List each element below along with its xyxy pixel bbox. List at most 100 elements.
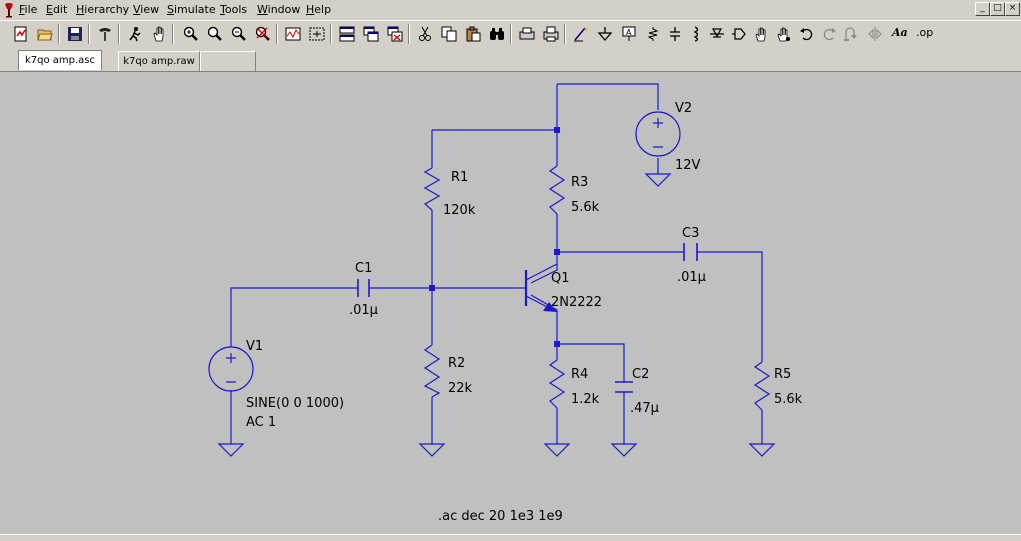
print-icon[interactable]: [540, 23, 562, 45]
capacitor-c1-symbol[interactable]: [357, 279, 370, 297]
wire[interactable]: [530, 294, 558, 344]
wire[interactable]: [530, 252, 558, 284]
find-icon[interactable]: [486, 23, 508, 45]
run-icon[interactable]: [124, 23, 146, 45]
mirror-icon[interactable]: [864, 23, 886, 45]
undo-icon[interactable]: [796, 23, 818, 45]
pan-icon[interactable]: [204, 23, 226, 45]
resistor-r1-symbol[interactable]: [423, 167, 441, 211]
r3-value-label: 5.6k: [571, 200, 600, 215]
cut-icon[interactable]: [414, 23, 436, 45]
toolbar-separator: [58, 24, 60, 44]
menu-edit[interactable]: Edit: [46, 3, 68, 16]
ground-symbol[interactable]: [610, 443, 638, 457]
ground-symbol[interactable]: [543, 443, 571, 457]
transistor-q1-symbol[interactable]: [519, 263, 558, 313]
inductor-icon[interactable]: [686, 23, 708, 45]
r2-name-label: R2: [448, 356, 465, 371]
voltage-source-v1-symbol[interactable]: [208, 346, 254, 392]
rotate-icon[interactable]: [840, 23, 862, 45]
q1-name-label: Q1: [551, 271, 570, 286]
label-icon[interactable]: A: [618, 23, 640, 45]
resistor-r4-symbol[interactable]: [548, 359, 566, 409]
zoom-cancel-icon[interactable]: [252, 23, 274, 45]
print-setup-icon[interactable]: [516, 23, 538, 45]
resistor-r2-symbol[interactable]: [423, 344, 441, 398]
cascade-icon[interactable]: [360, 23, 382, 45]
app-icon[interactable]: [2, 2, 16, 18]
capacitor-c3-symbol[interactable]: [683, 243, 698, 261]
zoom-in-icon[interactable]: [180, 23, 202, 45]
ground-icon[interactable]: [594, 23, 616, 45]
r4-value-label: 1.2k: [571, 392, 600, 407]
wire[interactable]: [432, 83, 659, 131]
zoom-out-icon[interactable]: [228, 23, 250, 45]
c3-name-label: C3: [682, 226, 699, 241]
wire-icon[interactable]: [570, 23, 592, 45]
open-icon[interactable]: [34, 23, 56, 45]
fit-icon[interactable]: [306, 23, 328, 45]
save-icon[interactable]: [64, 23, 86, 45]
move-icon[interactable]: [750, 23, 772, 45]
menu-simulate[interactable]: Simulate: [167, 3, 216, 16]
ground-symbol[interactable]: [748, 443, 776, 457]
spice-directive-icon[interactable]: .op: [916, 26, 934, 39]
ground-symbol[interactable]: [418, 443, 446, 457]
toolbar: A Aa .op: [0, 20, 1021, 49]
control-panel-icon[interactable]: [94, 23, 116, 45]
menu-hierarchy[interactable]: Hierarchy: [76, 3, 130, 16]
menu-tools[interactable]: Tools: [220, 3, 248, 16]
junction-dot[interactable]: [554, 249, 560, 255]
q1-value-label: 2N2222: [551, 295, 602, 310]
halt-icon[interactable]: [148, 23, 170, 45]
v1-value2-label: AC 1: [246, 415, 276, 430]
r1-name-label: R1: [451, 170, 468, 185]
tab-empty[interactable]: [200, 51, 256, 71]
menu-help[interactable]: Help: [306, 3, 332, 16]
junction-dot[interactable]: [429, 285, 435, 291]
v2-name-label: V2: [675, 101, 692, 116]
tile-horizontal-icon[interactable]: [336, 23, 358, 45]
ground-symbol[interactable]: [217, 443, 245, 457]
capacitor-c2-symbol[interactable]: [615, 381, 633, 393]
resistor-icon[interactable]: [642, 23, 664, 45]
resistor-r5-symbol[interactable]: [753, 361, 771, 411]
wire[interactable]: [230, 287, 519, 347]
drag-icon[interactable]: [772, 23, 794, 45]
autorange-icon[interactable]: [282, 23, 304, 45]
wire[interactable]: [557, 343, 625, 444]
menu-window[interactable]: Window: [257, 3, 301, 16]
tab-raw[interactable]: k7qo amp.raw: [118, 51, 200, 71]
menu-view[interactable]: View: [133, 3, 160, 16]
v1-value-label: SINE(0 0 1000): [246, 396, 344, 411]
minimize-button[interactable]: _: [975, 2, 990, 16]
v1-name-label: V1: [246, 339, 263, 354]
c1-name-label: C1: [355, 261, 372, 276]
resistor-r3-symbol[interactable]: [548, 165, 566, 215]
copy-icon[interactable]: [438, 23, 460, 45]
c1-value-label: .01µ: [349, 303, 378, 318]
restore-button[interactable]: □: [990, 2, 1005, 16]
component-icon[interactable]: [728, 23, 750, 45]
text-icon[interactable]: Aa: [892, 26, 908, 39]
voltage-source-v2-symbol[interactable]: [635, 111, 681, 157]
junction-dot[interactable]: [554, 341, 560, 347]
toolbar-separator: [276, 24, 278, 44]
redo-icon[interactable]: [818, 23, 840, 45]
paste-icon[interactable]: [462, 23, 484, 45]
r1-value-label: 120k: [443, 203, 476, 218]
tab-schematic[interactable]: k7qo amp.asc: [18, 50, 102, 70]
schematic-canvas[interactable]: R1 120k R2 22k R3 5.6k R4 1.2k R5 5.6k C…: [0, 72, 1021, 534]
spice-directive-label[interactable]: .ac dec 20 1e3 1e9: [438, 509, 563, 524]
schematic-drawing[interactable]: R1 120k R2 22k R3 5.6k R4 1.2k R5 5.6k C…: [0, 72, 1021, 534]
menu-file[interactable]: File: [19, 3, 38, 16]
wire[interactable]: [557, 251, 763, 444]
close-window-button[interactable]: ×: [1005, 2, 1020, 16]
new-schematic-icon[interactable]: [10, 23, 32, 45]
ground-symbol[interactable]: [644, 173, 672, 187]
capacitor-icon[interactable]: [664, 23, 686, 45]
close-all-icon[interactable]: [384, 23, 406, 45]
toolbar-separator: [88, 24, 90, 44]
diode-icon[interactable]: [706, 23, 728, 45]
junction-dot[interactable]: [554, 127, 560, 133]
